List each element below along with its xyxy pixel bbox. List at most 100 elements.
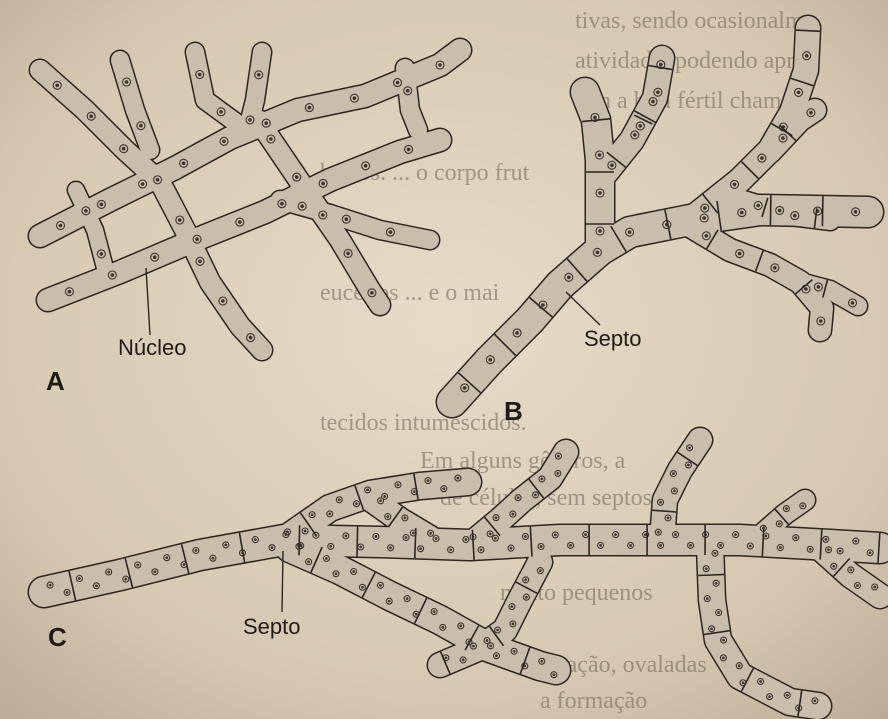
nucleus-center xyxy=(438,63,442,67)
nucleus-center xyxy=(793,214,797,218)
nucleus-center xyxy=(495,516,498,519)
nucleus-center xyxy=(125,80,129,84)
nucleus-center xyxy=(280,202,284,206)
nucleus-center xyxy=(689,544,692,547)
hypha-body xyxy=(250,52,262,120)
nucleus-center xyxy=(849,569,852,572)
nucleus-center xyxy=(345,535,348,538)
nucleus-center xyxy=(511,605,514,608)
nucleus-center xyxy=(465,538,468,541)
nucleus-center xyxy=(703,206,707,210)
septo-c-leader-line xyxy=(282,551,283,612)
nucleus-center xyxy=(315,534,318,537)
septum xyxy=(822,196,823,226)
nucleus-center xyxy=(768,695,771,698)
nucleus-center xyxy=(553,673,556,676)
nucleus-center xyxy=(100,203,104,207)
nucleus-center xyxy=(346,252,350,256)
nucleus-center xyxy=(463,386,467,390)
nucleus-center xyxy=(765,535,768,538)
nucleus-center xyxy=(495,654,498,657)
nucleus-center xyxy=(389,546,392,549)
nucleus-center xyxy=(355,502,358,505)
nucleus-center xyxy=(733,183,737,187)
nucleus-center xyxy=(873,586,876,589)
nucleus-center xyxy=(705,567,708,570)
nucleus-center xyxy=(307,560,310,563)
nucleus-center xyxy=(404,517,407,520)
nucleus-center xyxy=(740,211,744,215)
nucleus-center xyxy=(264,121,268,125)
nucleus-center xyxy=(300,204,304,208)
nucleus-center xyxy=(78,577,81,580)
septum xyxy=(415,528,416,558)
nucleus-center xyxy=(814,699,817,702)
nucleus-center xyxy=(496,629,499,632)
nucleus-center xyxy=(598,191,602,195)
nucleus-center xyxy=(254,538,257,541)
nucleus-center xyxy=(742,681,745,684)
nucleus-center xyxy=(449,548,452,551)
nucleus-center xyxy=(656,90,660,94)
nucleus-center xyxy=(375,535,378,538)
label-septo-b: Septo xyxy=(584,326,642,351)
nucleus-center xyxy=(139,124,143,128)
nucleus-center xyxy=(688,446,691,449)
nucleus-center xyxy=(441,626,444,629)
nucleus-center xyxy=(457,477,460,480)
bg-text-line: eucélios ... e o mai xyxy=(320,280,500,306)
label-nucleo: Núcleo xyxy=(118,335,186,360)
nucleus-center xyxy=(298,545,301,548)
nucleus-center xyxy=(286,531,289,534)
nucleus-center xyxy=(472,536,475,539)
nucleus-center xyxy=(515,331,519,335)
nucleus-center xyxy=(722,639,725,642)
nucleus-center xyxy=(674,533,677,536)
nucleus-center xyxy=(738,252,742,256)
nucleus-center xyxy=(412,532,415,535)
nucleus-center xyxy=(136,564,139,567)
nucleus-center xyxy=(366,489,369,492)
nucleus-center xyxy=(710,627,713,630)
nucleus-center xyxy=(524,535,527,538)
nucleus-center xyxy=(513,650,516,653)
nucleus-center xyxy=(198,260,202,264)
nucleus-center xyxy=(59,224,63,228)
nucleus-center xyxy=(182,162,186,166)
nucleus-center xyxy=(687,464,690,467)
nucleus-center xyxy=(248,118,252,122)
nucleus-center xyxy=(100,252,104,256)
nucleus-center xyxy=(141,182,145,186)
nucleus-center xyxy=(567,276,571,280)
label-septo-c: Septo xyxy=(243,614,301,639)
panel-label-a: A xyxy=(46,366,65,396)
nucleus-center xyxy=(512,623,515,626)
nucleus-center xyxy=(195,237,199,241)
nucleus-center xyxy=(429,532,432,535)
nucleus-center xyxy=(760,156,764,160)
nucleus-center xyxy=(598,229,602,233)
nucleus-center xyxy=(785,507,788,510)
nucleus-center xyxy=(762,527,765,530)
nucleus-center xyxy=(328,513,331,516)
nucleus-center xyxy=(462,659,465,662)
nucleus-center xyxy=(749,545,752,548)
nucleus-center xyxy=(156,178,160,182)
nucleus-center xyxy=(786,694,789,697)
nucleus-center xyxy=(596,251,600,255)
nucleus-center xyxy=(659,501,662,504)
nucleus-center xyxy=(361,586,364,589)
nucleus-center xyxy=(633,133,637,137)
nucleus-center xyxy=(480,548,483,551)
nucleus-center xyxy=(269,137,273,141)
nucleus-center xyxy=(55,84,59,88)
nucleus-center xyxy=(817,285,821,289)
nucleus-center xyxy=(779,546,782,549)
nucleus-center xyxy=(705,234,709,238)
nucleus-center xyxy=(510,547,513,550)
nucleus-center xyxy=(794,536,797,539)
nucleus-center xyxy=(397,483,400,486)
nucleus-center xyxy=(734,533,737,536)
nucleus-center xyxy=(539,569,542,572)
